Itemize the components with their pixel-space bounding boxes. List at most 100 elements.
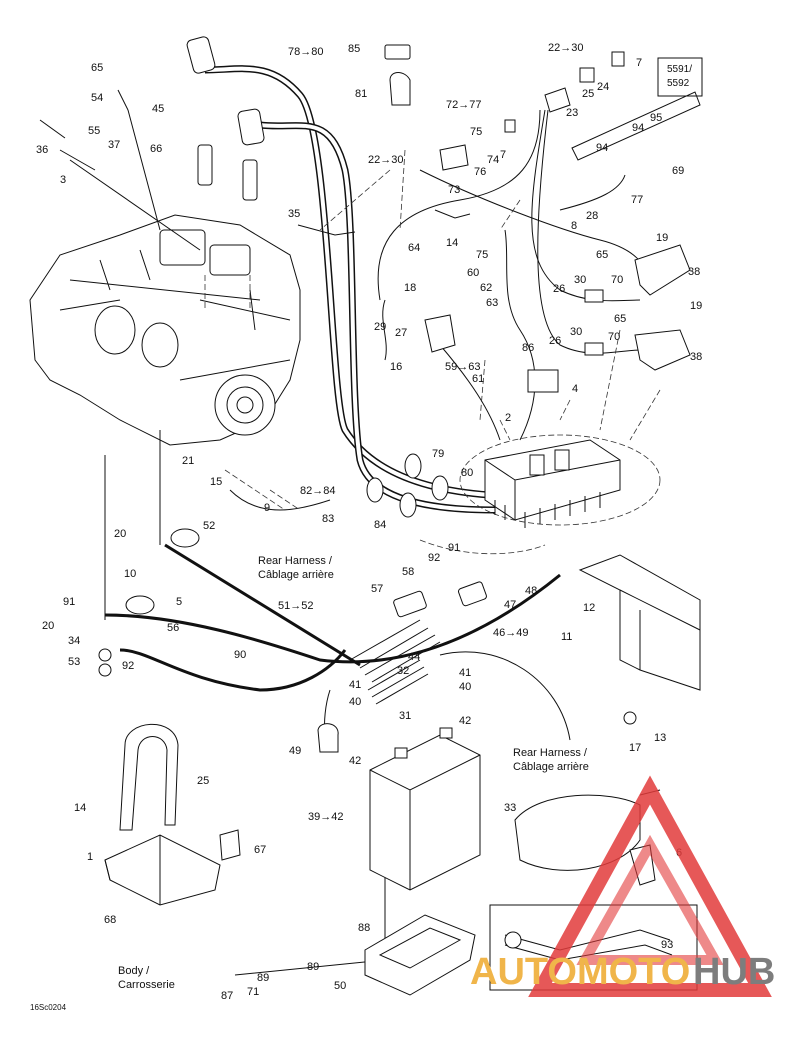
callout-28: 28 [586, 210, 598, 222]
callout-52: 52 [203, 520, 215, 532]
model-box-label-b: 5592 [667, 78, 690, 89]
callout-25: 25 [582, 88, 594, 100]
callout-32: 32 [397, 665, 409, 677]
callout-7a: 7 [636, 57, 642, 69]
callout-83: 83 [322, 513, 334, 525]
battery-strap [104, 723, 241, 906]
callout-80: 80 [461, 467, 473, 479]
callout-61: 61 [472, 373, 484, 385]
bracket-12 [578, 554, 701, 691]
callout-89b: 89 [307, 961, 319, 973]
callout-86: 86 [522, 342, 534, 354]
callout-69: 69 [672, 165, 684, 177]
callout-33: 33 [504, 802, 516, 814]
callout-67: 67 [254, 844, 266, 856]
callout-24: 24 [597, 81, 609, 93]
callout-14a: 14 [446, 237, 458, 249]
callout-42b: 42 [349, 755, 361, 767]
callout-93: 93 [661, 939, 673, 951]
callout-48: 48 [525, 585, 537, 597]
callout-4: 4 [572, 383, 578, 395]
callout-40a: 40 [349, 696, 361, 708]
callout-55: 55 [88, 125, 100, 137]
callout-19b: 19 [690, 300, 702, 312]
callout-66: 66 [150, 143, 162, 155]
callout-38a: 38 [688, 266, 700, 278]
callout-27: 27 [395, 327, 407, 339]
callout-1: 1 [87, 851, 93, 863]
callout-39-42: 39→42 [308, 811, 343, 823]
rear-harness-1-en: Rear Harness / [258, 555, 333, 567]
callout-65b: 65 [596, 249, 608, 261]
tray-50 [364, 914, 476, 996]
watermark-brand-1: AUTOMOTO [470, 951, 690, 993]
callout-12: 12 [583, 602, 595, 614]
body-fr: Carrosserie [118, 979, 175, 991]
callout-85: 85 [348, 43, 360, 55]
callout-25b: 25 [197, 775, 209, 787]
callout-91a: 91 [448, 542, 460, 554]
callout-26b: 26 [549, 335, 561, 347]
callout-92a: 92 [428, 552, 440, 564]
callout-76: 76 [474, 166, 486, 178]
callout-53: 53 [68, 656, 80, 668]
callout-29: 29 [374, 321, 386, 333]
callout-64: 64 [408, 242, 420, 254]
misc-parts [39, 44, 691, 796]
watermark-brand-2: HUB [693, 951, 775, 993]
callout-75b: 75 [476, 249, 488, 261]
callout-46-49: 46→49 [493, 627, 528, 639]
body-en: Body / [118, 965, 150, 977]
callout-34: 34 [68, 635, 80, 647]
callout-65c: 65 [614, 313, 626, 325]
callout-84: 84 [374, 519, 386, 531]
callout-73: 73 [448, 184, 460, 196]
callout-8: 8 [571, 220, 577, 232]
callout-21: 21 [182, 455, 194, 467]
callout-10: 10 [124, 568, 136, 580]
model-box-label-a: 5591/ [667, 64, 692, 75]
callout-30b: 30 [570, 326, 582, 338]
callout-81: 81 [355, 88, 367, 100]
callout-54: 54 [91, 92, 103, 104]
leader-lines [204, 149, 661, 555]
callout-47: 47 [504, 599, 516, 611]
callout-38b: 38 [690, 351, 702, 363]
callout-57: 57 [371, 583, 383, 595]
ignition-cables [186, 36, 496, 518]
callout-94b: 94 [596, 142, 608, 154]
callout-79: 79 [432, 448, 444, 460]
callout-15: 15 [210, 476, 222, 488]
callout-59-63: 59→63 [445, 361, 480, 373]
callout-20b: 20 [42, 620, 54, 632]
callout-56: 56 [167, 622, 179, 634]
callout-75a: 75 [470, 126, 482, 138]
callout-7b: 7 [500, 149, 506, 161]
callout-42a: 42 [459, 715, 471, 727]
callout-82-84: 82→84 [300, 485, 335, 497]
callout-51-52: 51→52 [278, 600, 313, 612]
callout-60: 60 [467, 267, 479, 279]
callout-91b: 91 [63, 596, 75, 608]
callout-45: 45 [152, 103, 164, 115]
callout-40b: 40 [459, 681, 471, 693]
callout-9: 9 [264, 502, 270, 514]
callout-88: 88 [358, 922, 370, 934]
callout-95: 95 [650, 112, 662, 124]
callout-70a: 70 [611, 274, 623, 286]
watermark-logo: AUTOMOTO HUB [470, 775, 775, 997]
callout-11: 11 [561, 631, 572, 643]
callout-87: 87 [221, 990, 233, 1002]
callout-94a: 94 [632, 122, 644, 134]
callout-68: 68 [104, 914, 116, 926]
callout-65a: 65 [91, 62, 103, 74]
rear-harness-2-en: Rear Harness / [513, 747, 588, 759]
callout-72-77: 72→77 [446, 99, 481, 111]
callout-44: 44 [408, 651, 420, 663]
callout-77: 77 [631, 194, 643, 206]
drawing-code: 16Sc0204 [30, 1003, 67, 1012]
callout-50: 50 [334, 980, 346, 992]
callout-62: 62 [480, 282, 492, 294]
